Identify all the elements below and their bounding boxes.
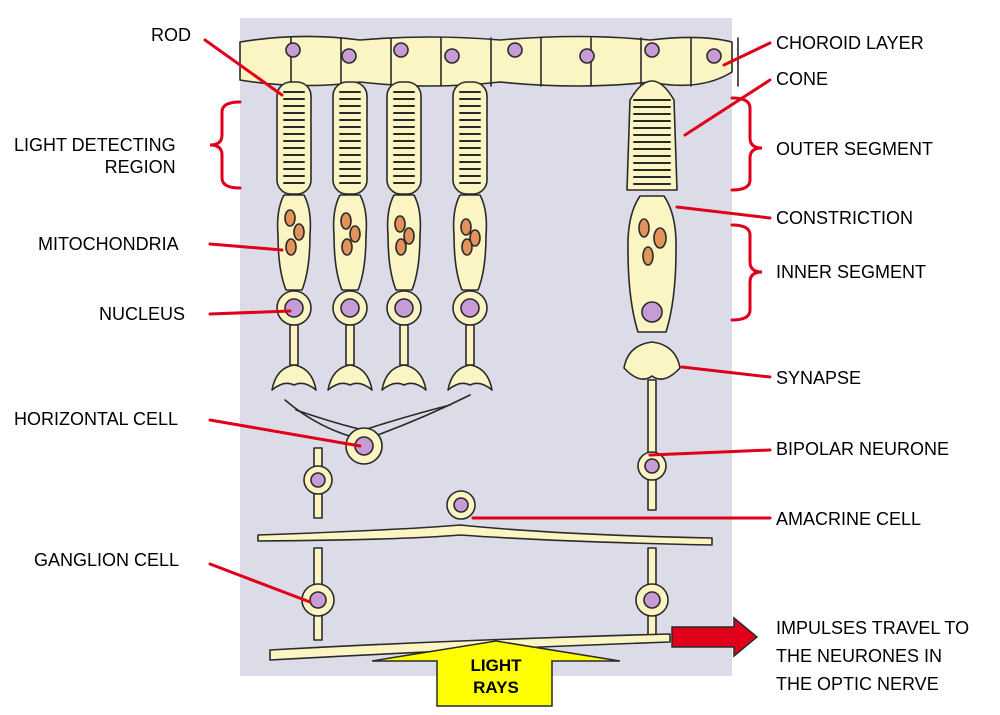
choroid-leader (722, 41, 772, 67)
choroid-nucleus (507, 42, 523, 58)
rod-outer-segment (332, 81, 368, 195)
label-nucleus: NUCLEUS (99, 304, 186, 324)
label-ganglion-cell: GANGLION CELL (34, 550, 180, 570)
rod-axon (289, 324, 299, 366)
nucleus-leader (208, 309, 292, 316)
rod-leader (203, 38, 284, 97)
rod-axon (345, 324, 355, 366)
rod-axon (399, 324, 409, 366)
mitochondrion (461, 238, 473, 256)
label-choroid-layer: CHOROID LAYER (776, 33, 924, 53)
rod-nucleus (460, 298, 480, 318)
mitochondrion (349, 225, 361, 243)
label-amacrine-cell: AMACRINE CELL (776, 509, 922, 529)
mitochondrion (285, 238, 297, 256)
mitochondrion (642, 246, 654, 266)
ganglion-nucleus (309, 591, 327, 609)
horizontal-cell-leader (208, 418, 362, 448)
choroid-nucleus (393, 42, 409, 58)
mitochondrion (293, 223, 305, 241)
mitochondrion (653, 227, 667, 249)
rod-nucleus (340, 298, 360, 318)
mitochondrion (394, 215, 406, 233)
choroid-nucleus (285, 42, 301, 58)
choroid-nucleus (644, 42, 660, 58)
rod-nucleus (284, 298, 304, 318)
choroid-nucleus (579, 48, 595, 64)
bipolar-nucleus (644, 458, 660, 474)
constriction-leader (675, 205, 772, 220)
light-detecting-bracket (209, 100, 242, 190)
rod-nucleus (394, 298, 414, 318)
mitochondrion (284, 209, 296, 227)
rod-terminal (381, 364, 427, 391)
impulse-arrow (671, 616, 759, 658)
mitochondrion (341, 238, 353, 256)
rod-outer-segment (386, 81, 422, 195)
rod-outer-segment (276, 81, 312, 195)
label-inner-segment: INNER SEGMENT (776, 262, 927, 282)
cone-leader (683, 78, 772, 137)
ganglion-cell-leader (208, 562, 312, 604)
choroid-nucleus (706, 48, 722, 64)
bipolar-leader (648, 448, 772, 457)
label-outer-segment: OUTER SEGMENT (776, 139, 934, 159)
label-synapse: SYNAPSE (776, 368, 862, 388)
synapse-leader (680, 365, 772, 379)
cone-synapse (623, 341, 681, 380)
label-bipolar-neurone: BIPOLAR NEURONE (776, 439, 950, 459)
light-rays-arrow (371, 640, 621, 707)
inner-segment-bracket (730, 223, 763, 322)
bipolar-process (647, 379, 657, 511)
outer-segment-bracket (730, 96, 763, 192)
rod-axon (465, 324, 475, 366)
label-cone: CONE (776, 69, 829, 89)
bipolar-nucleus (310, 472, 326, 488)
mitochondria-leader (208, 242, 284, 252)
label-horizontal-cell: HORIZONTAL CELL (14, 409, 179, 429)
label-light-rays: LIGHT RAYS (470, 656, 522, 697)
choroid-nucleus (444, 48, 460, 64)
label-rod: ROD (151, 25, 191, 45)
mitochondrion (469, 229, 481, 247)
rod-terminal (327, 364, 373, 391)
mitochondrion (403, 227, 415, 245)
rod-terminal (447, 364, 493, 391)
amacrine-nucleus (453, 497, 469, 513)
label-light-detecting-region: LIGHT DETECTING REGION (14, 135, 176, 177)
choroid-nucleus (341, 48, 357, 64)
amacrine-process (257, 524, 713, 546)
rod-terminal (271, 364, 317, 391)
cone-nucleus (641, 301, 663, 323)
choroid-layer (239, 35, 733, 87)
ganglion-nucleus (643, 591, 661, 609)
leader-lines (203, 38, 772, 604)
mitochondrion (638, 218, 650, 238)
mitochondrion (395, 238, 407, 256)
label-impulses: IMPULSES TRAVEL TO THE NEURONES IN THE O… (776, 618, 970, 694)
label-constriction: CONSTRICTION (776, 208, 913, 228)
rod-outer-segment (452, 81, 488, 195)
mitochondrion (460, 218, 472, 236)
label-mitochondria: MITOCHONDRIA (38, 234, 179, 254)
mitochondrion (340, 212, 352, 230)
